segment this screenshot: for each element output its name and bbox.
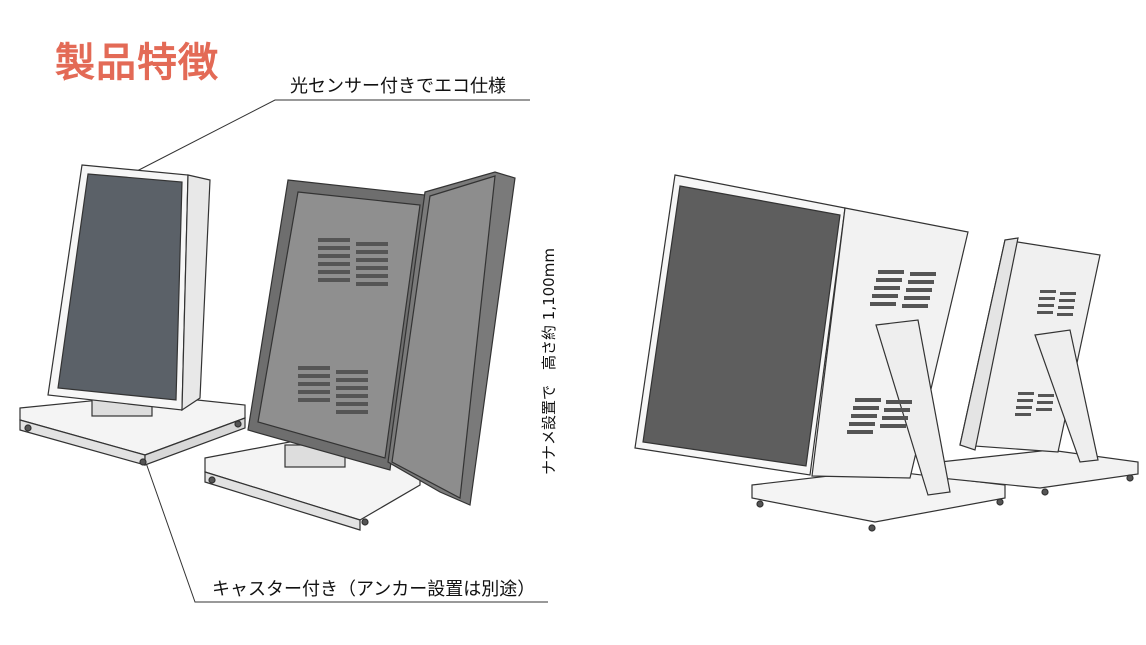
page-title: 製品特徴 <box>55 40 219 86</box>
leader-lines <box>134 99 548 603</box>
kiosk-open-illustration <box>204 171 516 531</box>
height-note: ナナメ設置で 高さ約 1,100mm <box>540 248 558 475</box>
kiosk-front-illustration <box>19 164 246 466</box>
kiosk-tilted-illustration <box>634 174 1139 532</box>
vent-slots <box>847 270 1076 434</box>
casters-callout: キャスター付き（アンカー設置は別途） <box>212 579 536 600</box>
vent-slots <box>298 238 388 414</box>
light-sensor-callout: 光センサー付きでエコ仕様 <box>290 76 506 97</box>
